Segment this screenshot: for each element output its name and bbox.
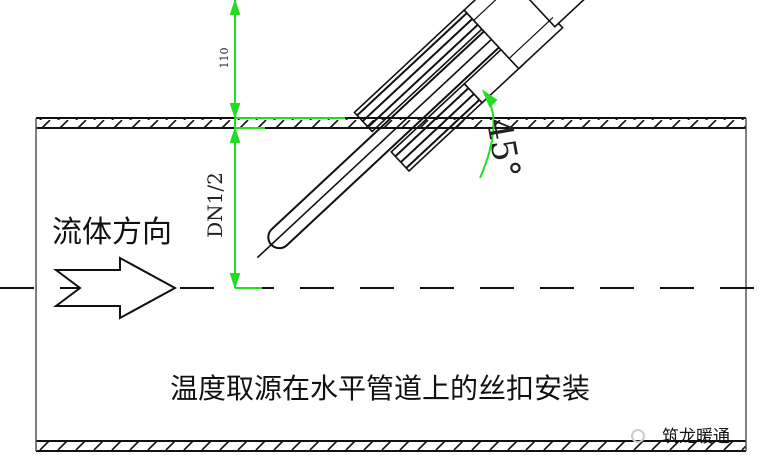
pipe-top-wall	[36, 117, 746, 129]
dimension-lines	[229, 0, 498, 290]
pipe-bottom-wall	[36, 440, 746, 452]
wechat-icon	[631, 429, 645, 443]
temperature-sensor	[256, 0, 586, 259]
watermark: 筑龙暖通	[631, 427, 730, 447]
flow-arrow-icon	[53, 256, 178, 320]
svg-text:筑龙暖通: 筑龙暖通	[662, 427, 730, 447]
dimension-height-label: 110	[218, 48, 231, 69]
drawing-caption: 温度取源在水平管道上的丝扣安装	[170, 372, 590, 405]
flow-direction-label: 流体方向	[52, 215, 172, 250]
dimension-insertion-label: DN1/2	[203, 172, 227, 238]
